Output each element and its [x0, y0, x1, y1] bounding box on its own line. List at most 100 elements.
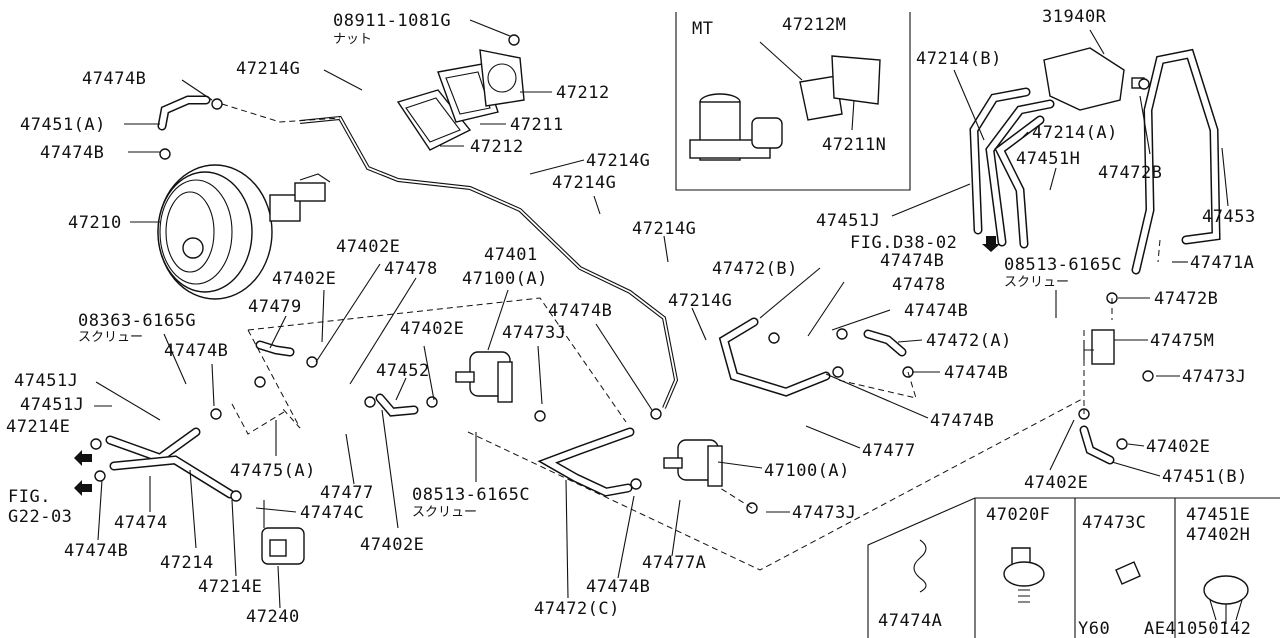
label-47477: 47477 [320, 483, 374, 503]
inset-fasteners [913, 539, 1249, 624]
label-mt: MT [692, 19, 714, 39]
label-47474b: 47474B [64, 541, 129, 561]
label-47474b: 47474B [82, 69, 147, 89]
label-47474b: 47474B [586, 577, 651, 597]
label-47402e: 47402E [336, 237, 401, 257]
label-screw: スクリュー [78, 330, 144, 345]
label-47475a: 47475(A) [230, 461, 316, 481]
label-47402e: 47402E [272, 269, 337, 289]
label-08513-6165c: 08513-6165C [412, 485, 531, 505]
label-47472c: 47472(C) [534, 599, 620, 619]
arrow-left-icon [74, 450, 92, 466]
label-47451j: 47451J [20, 395, 85, 415]
label-47451b: 47451(B) [1162, 467, 1248, 487]
label-47473j: 47473J [502, 323, 567, 343]
label-47211n: 47211N [822, 135, 887, 155]
clips [90, 34, 1154, 514]
label-47401: 47401 [484, 245, 538, 265]
label-47402e: 47402E [1024, 473, 1089, 493]
label-47451a: 47451(A) [20, 115, 106, 135]
label-08513-6165c: 08513-6165C [1004, 255, 1123, 275]
label-fig-d38-02: FIG.D38-02 [850, 233, 958, 253]
label-47214g: 47214G [632, 219, 697, 239]
label-47472b: 47472B [1154, 289, 1219, 309]
vacuum-pipe [299, 115, 679, 409]
label-47212: 47212 [470, 137, 524, 157]
label-screw: スクリュー [412, 505, 478, 520]
label-47402e: 47402E [1146, 437, 1211, 457]
label-47475m: 47475M [1150, 331, 1215, 351]
label-47212m: 47212M [782, 15, 847, 35]
label-47472b: 47472B [1098, 163, 1163, 183]
arrow-left-icon [74, 480, 92, 496]
label-47214: 47214 [160, 553, 214, 573]
label-47214e: 47214E [198, 577, 263, 597]
label-47214g: 47214G [236, 59, 301, 79]
mt-inset-frame [675, 12, 911, 191]
label-47473j: 47473J [792, 503, 857, 523]
label-47100a: 47100(A) [764, 461, 850, 481]
label-47211: 47211 [510, 115, 564, 135]
label-47474b: 47474B [164, 341, 229, 361]
label-47474b: 47474B [930, 411, 995, 431]
label-47472b: 47472(B) [712, 259, 798, 279]
leader-lines [94, 19, 1229, 609]
label-47240: 47240 [246, 607, 300, 627]
label-47452: 47452 [376, 361, 430, 381]
label-47471a: 47471A [1190, 253, 1255, 273]
check-valves [455, 351, 723, 487]
label-screw: スクリュー [1004, 275, 1070, 290]
valve-31940r [1043, 47, 1145, 111]
label-nut: ナット [333, 32, 373, 47]
label-47474: 47474 [114, 513, 168, 533]
label-ae41050142: AE41050142 [1144, 619, 1252, 638]
label-47474b: 47474B [904, 301, 969, 321]
label-47453: 47453 [1202, 207, 1256, 227]
label-47477: 47477 [862, 441, 916, 461]
hoses [105, 48, 1221, 499]
label-47212: 47212 [556, 83, 610, 103]
switch-47240 [261, 500, 305, 565]
fasteners-inset-frame [867, 497, 1280, 638]
label-47451h: 47451H [1016, 149, 1081, 169]
brake-booster [157, 164, 331, 300]
label-47472a: 47472(A) [926, 331, 1012, 351]
label-47214e: 47214E [6, 417, 71, 437]
label-47214a: 47214(A) [1032, 123, 1118, 143]
label-47474b: 47474B [880, 251, 945, 271]
label-08911-1081g: 08911-1081G [333, 11, 452, 31]
dashed-relation-lines [221, 103, 1161, 571]
label-31940r: 31940R [1042, 7, 1107, 27]
label-47020f: 47020F [986, 505, 1051, 525]
label-fig: FIG. [8, 487, 51, 507]
label-47474b: 47474B [548, 301, 613, 321]
label-47478: 47478 [892, 275, 946, 295]
label-47451e: 47451E [1186, 505, 1251, 525]
label-47402h: 47402H [1186, 525, 1251, 545]
label-47210: 47210 [68, 213, 122, 233]
gaskets [396, 49, 525, 151]
label-47402e: 47402E [360, 535, 425, 555]
label-y60: Y60 [1078, 619, 1111, 638]
label-47214g: 47214G [668, 291, 733, 311]
label-47477a: 47477A [642, 553, 707, 573]
label-47100a: 47100(A) [462, 269, 548, 289]
label-g22-03: G22-03 [8, 507, 73, 527]
label-08363-6165g: 08363-6165G [78, 311, 197, 331]
label-47214g: 47214G [586, 151, 651, 171]
arrow-down-icon [982, 236, 1000, 252]
bracket-47475m [1083, 329, 1115, 365]
label-47473j: 47473J [1182, 367, 1247, 387]
label-47474b: 47474B [944, 363, 1009, 383]
mt-clutch-master-cylinder [689, 55, 881, 161]
label-47214b: 47214(B) [916, 49, 1002, 69]
label-47474b: 47474B [40, 143, 105, 163]
label-47474a: 47474A [878, 611, 943, 631]
label-47478: 47478 [384, 259, 438, 279]
label-47473c: 47473C [1082, 513, 1147, 533]
label-47451j: 47451J [14, 371, 79, 391]
label-47479: 47479 [248, 297, 302, 317]
label-47402e: 47402E [400, 319, 465, 339]
